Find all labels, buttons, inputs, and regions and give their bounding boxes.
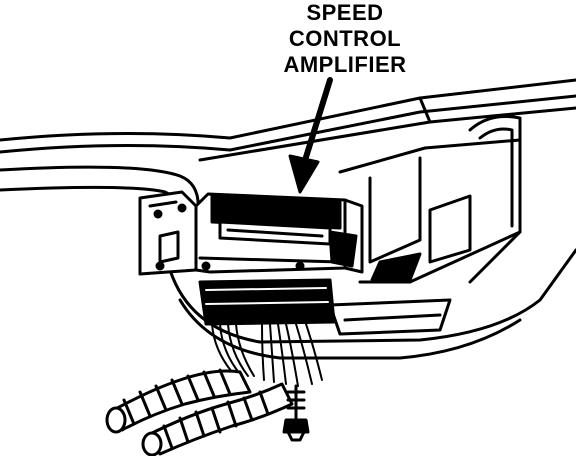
lower-panel-contour (168, 248, 576, 360)
mounting-bracket (138, 190, 198, 276)
callout-line-3: AMPLIFIER (283, 52, 407, 77)
callout-leader-arrow (288, 77, 333, 194)
mounting-screw (282, 384, 310, 442)
callout-line-1: SPEED (306, 0, 384, 25)
callout-line-2: CONTROL (288, 26, 402, 51)
wire-harness (211, 323, 323, 387)
mounting-panel-right (338, 115, 522, 284)
dash-panel-rails (0, 78, 576, 162)
wiring-connector (198, 278, 336, 326)
wire-loom-left (105, 368, 252, 434)
speed-control-amplifier-callout: SPEED CONTROL AMPLIFIER (230, 0, 460, 78)
amplifier-housing (194, 192, 364, 274)
wire-loom-right (141, 382, 294, 456)
